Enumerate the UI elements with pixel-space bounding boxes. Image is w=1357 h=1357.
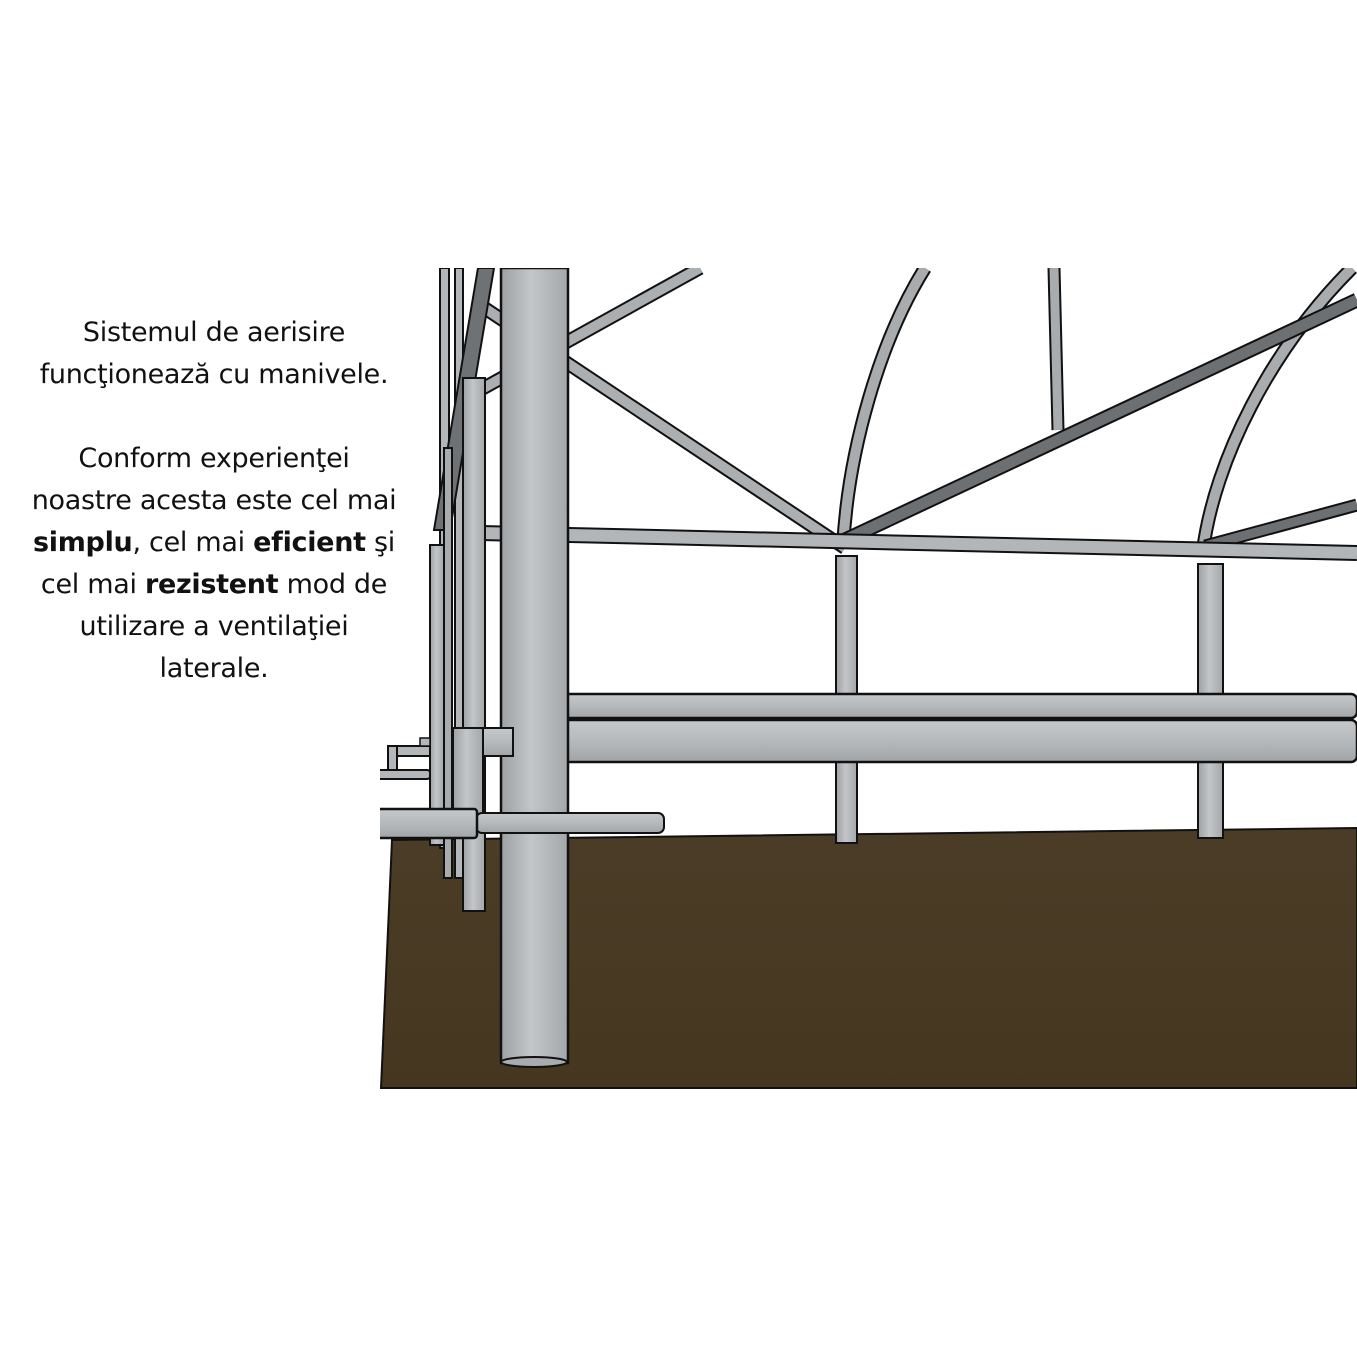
caption-fragment: cel mai [40,569,145,600]
emphasis-rezistent: rezistent [144,569,279,600]
caption-line: cel mai rezistent mod de [14,564,414,606]
emphasis-simplu: simplu [33,527,133,558]
caption-fragment: şi [365,527,395,558]
lower-bar-sleeve [380,807,479,840]
corner-pipe [443,447,453,879]
caption-line: Sistemul de aerisire [82,317,346,348]
emphasis-eficient: eficient [253,527,366,558]
caption-text-block: Sistemul de aerisire funcţionează cu man… [14,312,414,690]
rollup-tube [509,718,1357,764]
corner-pipe [429,544,445,846]
caption-line: funcţionează cu manivele. [39,359,389,390]
caption-fragment: mod de [278,569,388,600]
ground-surface [380,826,1357,1089]
crank-handle [380,769,431,780]
caption-fragment: , cel mai [132,527,254,558]
caption-line: laterale. [159,653,269,684]
main-column [499,268,570,1065]
lower-bar [475,812,665,834]
caption-line: simplu, cel mai eficient şi [14,522,414,564]
caption-line: Conform experienţei [78,443,350,474]
caption-line: noastre acesta este cel mai [31,485,397,516]
caption-line: utilizare a ventilaţiei [79,611,349,642]
rollup-rail [512,692,1357,720]
